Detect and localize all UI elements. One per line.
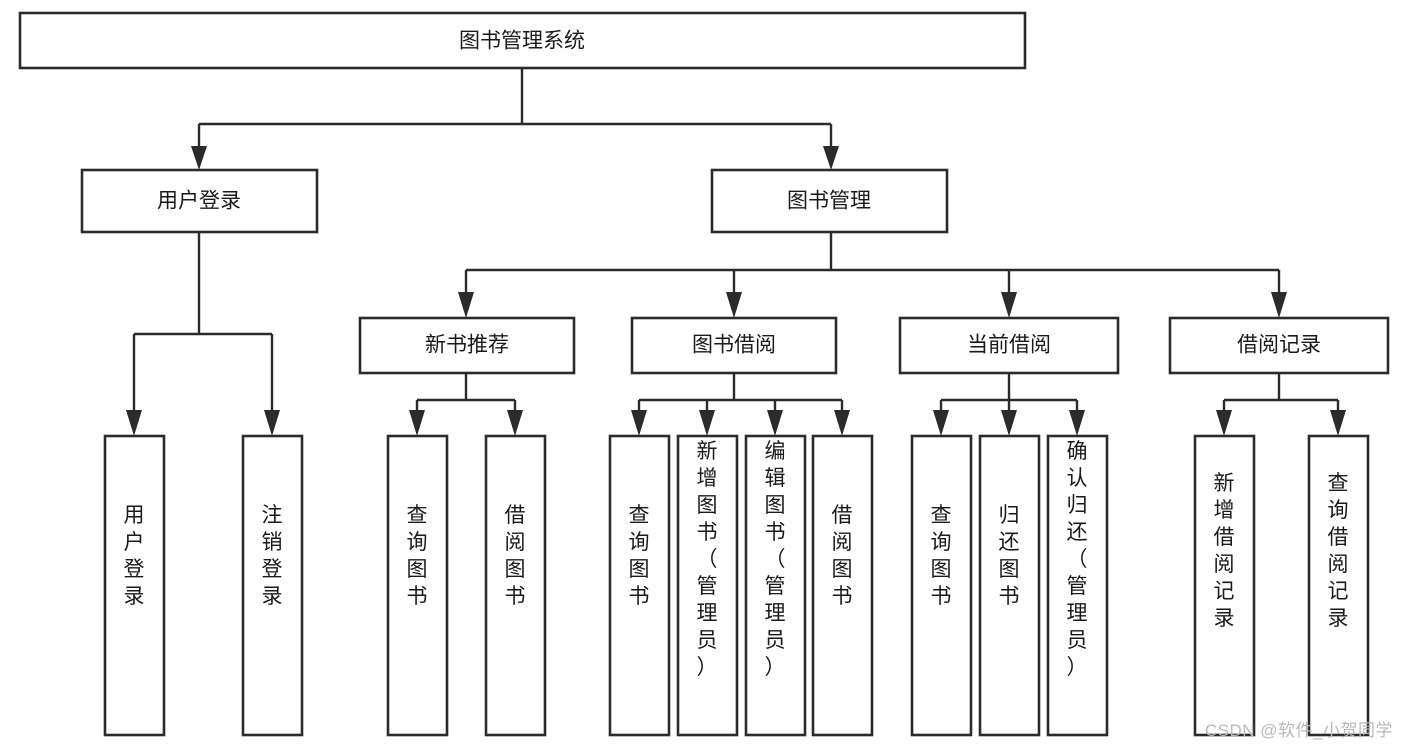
node-leaf-query-book-3-box[interactable] (910, 434, 973, 737)
arrow-to-leaf-add-record (1216, 410, 1232, 436)
node-leaf-add-book-label: 新增图书（管理员） (697, 440, 718, 679)
node-current-borrow[interactable]: 当前借阅 (898, 316, 1120, 375)
node-leaf-confirm-return[interactable]: 确认归还（管理员） (1046, 434, 1109, 737)
node-leaf-add-record[interactable]: 新增借阅记录 (1193, 434, 1256, 737)
arrow-to-leaf-add-book (699, 410, 715, 436)
arrow-to-current-borrow (1001, 292, 1017, 318)
node-leaf-return-book[interactable]: 归还图书 (978, 434, 1041, 737)
arrow-to-new-book-recommend (458, 292, 474, 318)
node-leaf-borrow-book-1[interactable]: 借阅图书 (484, 434, 547, 737)
node-new-book-recommend-box[interactable] (358, 316, 576, 375)
node-leaf-borrow-book-2-label: 借阅图书 (832, 504, 853, 608)
node-leaf-add-record-box[interactable] (1193, 434, 1256, 737)
node-leaf-borrow-book-2-box[interactable] (811, 434, 874, 737)
node-leaf-return-book-box[interactable] (978, 434, 1041, 737)
arrow-to-book-borrow (726, 292, 742, 318)
node-new-book-recommend[interactable]: 新书推荐 (358, 316, 576, 375)
node-book-borrow-box[interactable] (630, 316, 838, 375)
node-leaf-query-book-2-box[interactable] (608, 434, 671, 737)
arrow-to-leaf-logout-login (264, 410, 280, 436)
node-leaf-logout-login[interactable]: 注销登录 (241, 434, 304, 737)
arrow-to-leaf-return-book (1001, 410, 1017, 436)
arrow-to-leaf-query-book-3 (933, 410, 949, 436)
node-leaf-query-record[interactable]: 查询借阅记录 (1307, 434, 1370, 737)
arrow-to-book-management (823, 146, 839, 170)
node-leaf-query-book-3[interactable]: 查询图书 (910, 434, 973, 737)
node-borrow-record-label: 借阅记录 (1237, 334, 1321, 357)
node-current-borrow-label: 当前借阅 (967, 334, 1051, 357)
node-leaf-user-login-label: 用户登录 (124, 504, 145, 608)
node-leaf-logout-login-label: 注销登录 (262, 504, 283, 608)
node-root-label: 图书管理系统 (459, 30, 585, 53)
node-leaf-borrow-book-1-label: 借阅图书 (505, 504, 526, 608)
arrow-to-leaf-user-login (126, 410, 142, 436)
node-leaf-query-book-1-label: 查询图书 (407, 504, 428, 608)
node-leaf-borrow-book-2[interactable]: 借阅图书 (811, 434, 874, 737)
node-book-borrow-label: 图书借阅 (692, 334, 776, 357)
arrow-to-leaf-borrow-book-1 (507, 410, 523, 436)
arrow-to-leaf-query-record (1330, 410, 1346, 436)
node-book-management-label: 图书管理 (787, 190, 871, 213)
node-leaf-query-book-2-label: 查询图书 (629, 504, 650, 608)
node-leaf-edit-book-label: 编辑图书（管理员） (765, 440, 786, 679)
node-leaf-query-book-2[interactable]: 查询图书 (608, 434, 671, 737)
node-leaf-logout-login-box[interactable] (241, 434, 304, 737)
node-leaf-add-book[interactable]: 新增图书（管理员） (676, 434, 739, 737)
node-book-borrow[interactable]: 图书借阅 (630, 316, 838, 375)
node-leaf-confirm-return-label: 确认归还（管理员） (1067, 440, 1088, 679)
node-current-borrow-box[interactable] (898, 316, 1120, 375)
node-leaf-user-login-box[interactable] (103, 434, 166, 737)
node-user-login-box[interactable] (80, 168, 319, 234)
node-borrow-record[interactable]: 借阅记录 (1168, 316, 1390, 375)
node-leaf-query-record-label: 查询借阅记录 (1328, 472, 1349, 630)
node-leaf-borrow-book-1-box[interactable] (484, 434, 547, 737)
arrow-to-leaf-query-book-1 (409, 410, 425, 436)
node-leaf-user-login[interactable]: 用户登录 (103, 434, 166, 737)
arrow-to-leaf-edit-book (767, 410, 783, 436)
node-user-login-label: 用户登录 (157, 190, 241, 213)
node-leaf-query-book-1[interactable]: 查询图书 (386, 434, 449, 737)
node-leaf-query-book-3-label: 查询图书 (931, 504, 952, 608)
node-book-management[interactable]: 图书管理 (710, 168, 949, 234)
node-root-box[interactable] (18, 11, 1027, 70)
arrow-to-borrow-record (1271, 292, 1287, 318)
node-leaf-query-record-box[interactable] (1307, 434, 1370, 737)
arrow-to-user-login (191, 146, 207, 170)
arrow-to-leaf-confirm-return (1069, 410, 1085, 436)
node-leaf-query-book-1-box[interactable] (386, 434, 449, 737)
connector-group (126, 68, 1346, 436)
node-leaf-add-record-label: 新增借阅记录 (1214, 472, 1235, 630)
node-leaf-edit-book-box[interactable] (744, 434, 807, 737)
node-new-book-recommend-label: 新书推荐 (425, 334, 509, 357)
arrow-to-leaf-query-book-2 (631, 410, 647, 436)
node-leaf-return-book-label: 归还图书 (999, 504, 1020, 608)
node-leaf-confirm-return-box[interactable] (1046, 434, 1109, 737)
node-root[interactable]: 图书管理系统 (18, 11, 1027, 70)
node-borrow-record-box[interactable] (1168, 316, 1390, 375)
node-book-management-box[interactable] (710, 168, 949, 234)
node-user-login[interactable]: 用户登录 (80, 168, 319, 234)
arrow-to-leaf-borrow-book-2 (834, 410, 850, 436)
node-leaf-edit-book[interactable]: 编辑图书（管理员） (744, 434, 807, 737)
node-leaf-add-book-box[interactable] (676, 434, 739, 737)
